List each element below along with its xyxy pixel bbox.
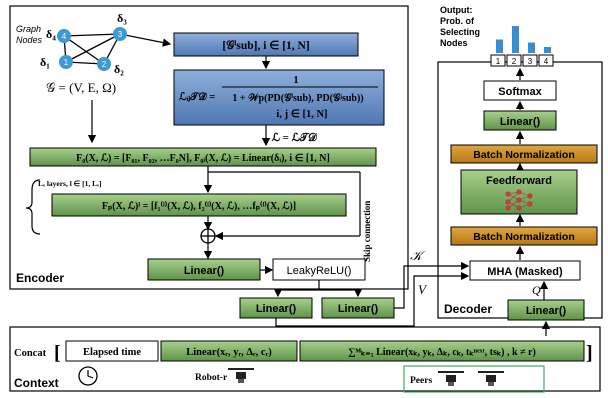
output-bar-1	[496, 39, 503, 53]
output-bar-4	[544, 47, 551, 53]
feedforward-text: Feedforward	[486, 175, 552, 187]
node-1	[59, 55, 73, 69]
graph-nodes: 4 3 1 2 δ₄ δ₃ δ₁ δ₂	[40, 11, 172, 76]
index-cell-1	[490, 54, 506, 67]
node-2-symbol: δ₂	[114, 62, 124, 76]
fp-text: Fₚ(X, ℒ)ˡ = [f₁⁽ˡ⁾(X, ℒ), f₂⁽ˡ⁾(X, ℒ), ……	[102, 201, 296, 212]
clock-icon	[78, 366, 98, 386]
robot-drone-icon	[228, 368, 254, 383]
index-label-1: 1	[496, 57, 501, 66]
neural-network-icon	[505, 189, 533, 211]
output-bar-2	[512, 26, 519, 53]
layers-note: Lₑ layers, l ∈ [1, Lₑ]	[38, 179, 102, 188]
index-cell-2	[506, 54, 522, 67]
subgraph-text: [𝒢ⁱsub], i ∈ [1, N]	[222, 38, 309, 52]
node-3-id: 3	[118, 30, 123, 39]
graph-definition: 𝒢 = (V, E, Ω)	[46, 80, 116, 95]
skip-connection-label: Skip connection	[362, 201, 372, 262]
batch-norm-bottom-box	[450, 226, 598, 246]
f0-text: F₀(X, ℒ) = [F₀₁, F₀₂, …F₀N], F₀ᵢ(X, ℒ) =…	[76, 153, 330, 164]
node-2-id: 2	[102, 60, 107, 69]
concat-bracket-close: ]	[586, 342, 593, 364]
peers-sum-box	[299, 340, 585, 362]
fp-layer-box	[51, 193, 347, 217]
node-3-symbol: δ₃	[117, 11, 127, 25]
concat-bracket-open: [	[54, 342, 61, 364]
peers-group-box	[403, 365, 545, 393]
mha-text: MHA (Masked)	[487, 266, 563, 278]
index-label-3: 3	[528, 57, 533, 66]
ltd-lhs: ℒᵢⱼ𝒯𝒟 =	[179, 90, 215, 103]
node-4-symbol: δ₄	[46, 27, 56, 41]
query-linear-box	[507, 299, 585, 321]
batch-norm-top-text: Batch Normalization	[473, 149, 575, 161]
k-label: 𝒦	[410, 248, 426, 263]
robot-linear-text: Linear(xᵣ, yᵣ, Δᵣ, cᵣ)	[186, 347, 272, 358]
f0-embedding-box	[29, 147, 377, 167]
peer-drone-icon-2	[478, 371, 504, 386]
index-label-2: 2	[512, 57, 517, 66]
key-linear-text: Linear()	[256, 303, 297, 315]
decoder-output-linear-text: Linear()	[500, 116, 541, 128]
context-label: Context	[14, 376, 59, 390]
encoder-frame	[9, 5, 409, 290]
mha-box	[469, 260, 581, 281]
output-bar-3	[528, 42, 535, 53]
output-title-line3: Selecting	[440, 27, 480, 37]
concat-label: Concat	[14, 348, 47, 359]
v-label: V	[418, 282, 428, 297]
softmax-box	[483, 80, 557, 101]
output-title-line4: Nodes	[440, 38, 468, 48]
robot-linear-box	[160, 340, 298, 362]
layers-bracket	[25, 179, 41, 235]
graph-label-line2: Nodes	[16, 35, 43, 45]
robot-r-label: Robot-r	[195, 373, 228, 383]
decoder-output-linear-box	[483, 110, 557, 131]
index-label-4: 4	[544, 57, 549, 66]
leaky-relu-text: LeakyReLU()	[287, 265, 352, 277]
index-cell-4	[538, 54, 554, 67]
decoder-label: Decoder	[444, 302, 492, 316]
batch-norm-bottom-text: Batch Normalization	[473, 231, 575, 243]
node-4-id: 4	[62, 32, 67, 41]
ltd-index: i, j ∈ [1, N]	[276, 108, 327, 120]
ltd-denominator: 1 + 𝒲p(PD(𝒢ⁱsub), PD(𝒢ʲsub))	[232, 92, 363, 104]
peers-label: Peers	[410, 376, 432, 386]
softmax-text: Softmax	[498, 86, 542, 98]
encoder-label: Encoder	[16, 271, 64, 285]
output-title-line2: Prob. of	[440, 16, 475, 26]
graph-label-line1: Graph	[16, 24, 41, 34]
ltd-numerator: 1	[293, 75, 298, 86]
elapsed-time-text: Elapsed time	[83, 347, 141, 358]
l-equals-ltd: ℒ = ℒ𝒯𝒟	[272, 131, 318, 144]
query-linear-text: Linear()	[526, 305, 567, 317]
node-1-id: 1	[64, 58, 69, 67]
context-frame	[9, 326, 601, 392]
node-2	[97, 57, 111, 71]
output-title-line1: Output:	[440, 5, 472, 15]
value-linear-text: Linear()	[338, 303, 379, 315]
topological-distance-box	[173, 69, 385, 126]
encoder-linear-text: Linear()	[184, 265, 225, 277]
q-label: Q	[532, 283, 541, 297]
output-probability-chart: Output: Prob. of Selecting Nodes 1 2 3 4	[440, 5, 554, 67]
elapsed-time-box	[65, 340, 159, 362]
node-1-symbol: δ₁	[40, 55, 50, 69]
node-3	[113, 27, 127, 41]
node-4	[57, 29, 71, 43]
index-cell-3	[522, 54, 538, 67]
peer-drone-icon-1	[438, 371, 464, 386]
peers-sum-text: ∑ᴹₖ₌₁ Linear(xₖ, yₖ, Δₖ, cₖ, tₖⁿᵉˣᵗ, tsₖ…	[348, 347, 536, 358]
